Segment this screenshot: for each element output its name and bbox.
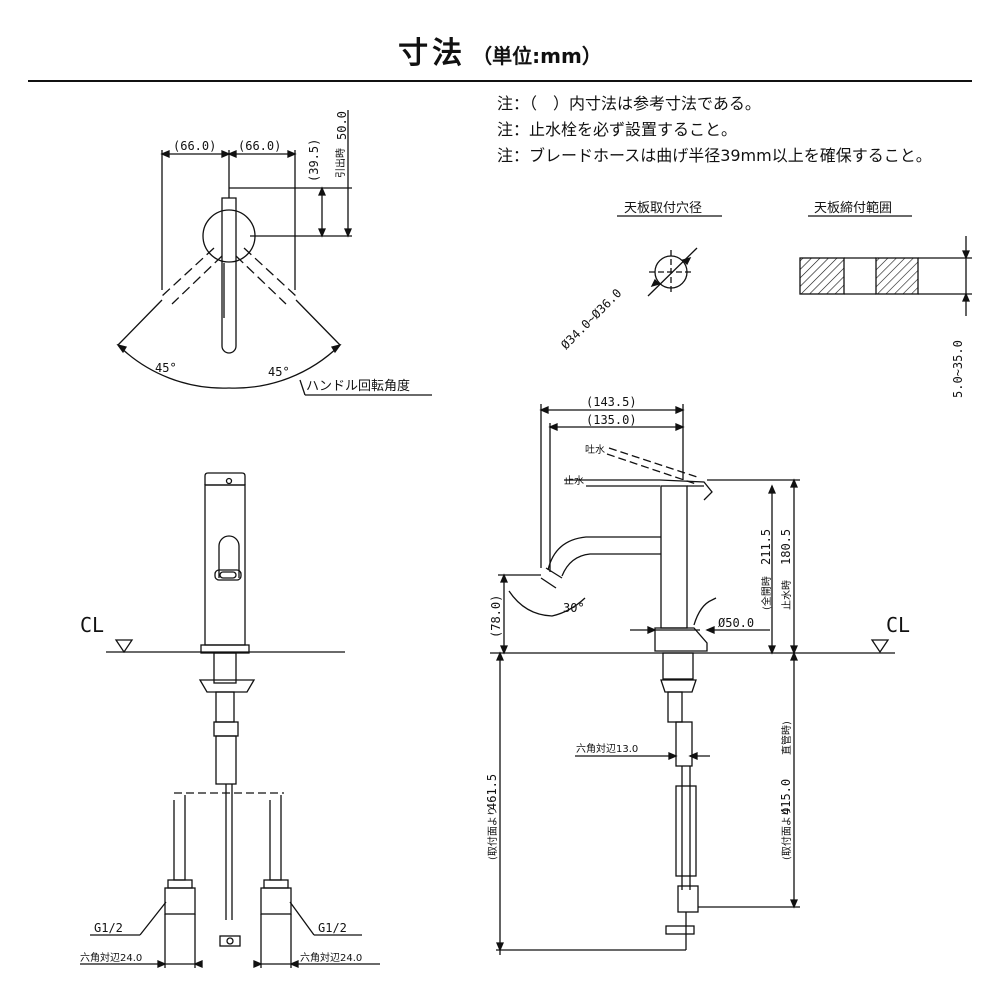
handle-lever bbox=[221, 197, 237, 354]
dim-left-66: (66.0) bbox=[173, 139, 216, 153]
note-3: 注：ブレードホースは曲げ半径39mm以上を確保すること。 bbox=[497, 146, 932, 165]
front-lock-nut bbox=[198, 679, 256, 693]
hex-right-label: 六角対辺24.0 bbox=[300, 951, 362, 964]
hex-13-label: 六角対辺13.0 bbox=[576, 742, 638, 755]
counter-dim: 5.0~35.0 bbox=[951, 340, 965, 398]
note-1: 注：（ ）内寸法は参考寸法である。 bbox=[497, 94, 761, 113]
counter-title: 天板締付範囲 bbox=[814, 200, 892, 216]
front-view bbox=[80, 472, 380, 968]
dim-stop-39-5: (39.5) bbox=[307, 139, 321, 182]
total-note: (取付面より bbox=[486, 806, 499, 860]
front-cl-mark bbox=[114, 639, 134, 654]
hose-left bbox=[173, 795, 186, 881]
side-cable bbox=[693, 597, 717, 626]
dim-base-50: Ø50.0 bbox=[718, 616, 754, 630]
angle-30-label: 30° bbox=[563, 601, 585, 615]
side-handle-head bbox=[659, 479, 713, 501]
front-aerator bbox=[214, 569, 242, 581]
dim-open-50: 50.0 bbox=[335, 111, 349, 140]
dim-461-5: 461.5 bbox=[485, 774, 499, 810]
hose-right bbox=[269, 795, 282, 881]
side-view bbox=[490, 404, 895, 955]
fitting-left bbox=[164, 887, 196, 915]
front-cap bbox=[204, 472, 246, 485]
title-main: 寸法 bbox=[398, 36, 467, 71]
front-spout-slot bbox=[218, 535, 240, 578]
side-hose bbox=[675, 785, 697, 877]
g-right-label: G1/2 bbox=[318, 921, 347, 935]
rotated-handle-right bbox=[235, 247, 297, 305]
front-cl-label: CL bbox=[80, 613, 104, 637]
title-rule bbox=[28, 80, 972, 82]
rotated-handle-left bbox=[161, 247, 223, 305]
angle-left-label: 45° bbox=[155, 361, 177, 375]
angle-30-arc bbox=[508, 590, 586, 617]
page-title: 寸法（単位:mm） bbox=[0, 28, 1000, 72]
dim-78: (78.0) bbox=[489, 595, 503, 638]
open-note: 引出時 bbox=[334, 148, 347, 178]
label-stop: 止水 bbox=[564, 475, 584, 487]
side-cl-mark bbox=[870, 639, 890, 654]
g-left-label: G1/2 bbox=[94, 921, 123, 935]
hole-dim: Ø34.0~Ø36.0 bbox=[558, 286, 624, 352]
hole-title: 天板取付穴径 bbox=[624, 201, 702, 216]
body-circle bbox=[202, 209, 256, 263]
counter-hatch-left bbox=[799, 257, 845, 295]
counter-hatch-right bbox=[875, 257, 919, 295]
side-body bbox=[660, 485, 688, 629]
dim-180-5: 180.5 bbox=[779, 529, 793, 565]
pipe-note-2: 直管時) bbox=[780, 721, 793, 755]
stop-note: 止水時 bbox=[781, 580, 793, 610]
fitting-right bbox=[260, 887, 292, 915]
angle-right-label: 45° bbox=[268, 365, 290, 379]
label-spout: 吐水 bbox=[585, 444, 605, 456]
angle-arc-right bbox=[228, 344, 341, 389]
hole-detail bbox=[617, 215, 722, 297]
top-view bbox=[116, 110, 432, 396]
dim-415: 415.0 bbox=[779, 779, 793, 815]
dim-211-5: 211.5 bbox=[759, 529, 773, 565]
side-cl-label: CL bbox=[886, 613, 910, 637]
side-base bbox=[654, 627, 708, 652]
side-handle-open bbox=[606, 447, 701, 485]
full-open-note: (全開時 bbox=[760, 576, 773, 610]
pipe-note-1: (取付面より bbox=[780, 806, 793, 860]
counter-detail bbox=[799, 215, 972, 316]
angle-arc-left bbox=[117, 344, 230, 389]
dim-135: (135.0) bbox=[586, 413, 637, 427]
hex-left-label: 六角対辺24.0 bbox=[80, 951, 142, 964]
note-2: 注：止水栓を必ず設置すること。 bbox=[497, 120, 738, 139]
side-fitting bbox=[677, 885, 699, 913]
dim-143-5: (143.5) bbox=[586, 395, 637, 409]
rotation-label: ハンドル回転角度 bbox=[306, 378, 410, 394]
side-lock-nut bbox=[660, 679, 697, 693]
dim-right-66: (66.0) bbox=[238, 139, 281, 153]
title-unit: （単位:mm） bbox=[472, 44, 602, 68]
